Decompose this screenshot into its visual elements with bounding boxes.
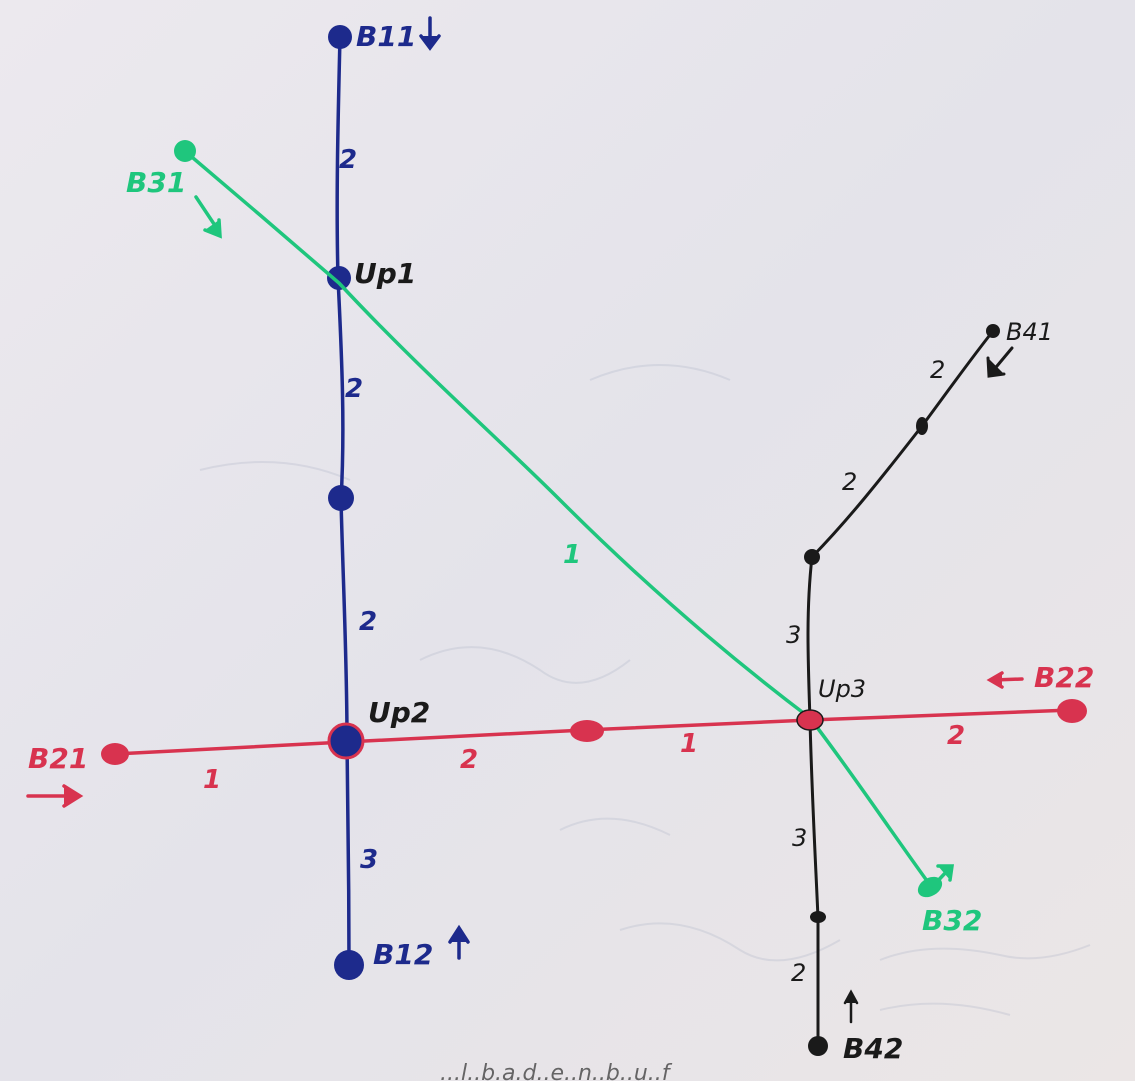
label-b22: B22	[1034, 661, 1094, 694]
node-up2	[327, 722, 365, 760]
green-route	[184, 150, 932, 887]
weight-black-bend-up3: 3	[786, 621, 801, 649]
label-b11: B11	[356, 20, 416, 53]
weight-black-mid-b42: 2	[791, 959, 806, 987]
blue-line	[327, 16, 470, 980]
node-b31	[174, 140, 196, 162]
label-b21: B21	[28, 742, 88, 775]
weight-red-up3-b22: 2	[947, 721, 965, 751]
weight-blue-up2-b12: 3	[360, 845, 378, 875]
node-b41	[986, 324, 1000, 338]
weight-blue-mid-up2: 2	[359, 607, 377, 637]
red-line	[26, 671, 1087, 808]
arrow-up-icon	[843, 989, 859, 1024]
weight-blue-b11-up1: 2	[339, 145, 357, 175]
arrow-down-right-icon	[194, 195, 222, 239]
label-b42: B42	[843, 1032, 903, 1065]
node-up3	[796, 709, 824, 731]
weight-red-up2-mid: 2	[460, 745, 478, 775]
eraser-smudges	[199, 364, 1091, 1016]
label-b32: B32	[922, 904, 982, 937]
label-b41: B41	[1006, 318, 1053, 346]
weight-blue-up1-mid: 2	[345, 374, 363, 404]
node-b12	[334, 950, 364, 980]
arrow-up-icon	[448, 924, 470, 960]
node-black-mid-upper	[916, 417, 928, 435]
node-black-bend	[804, 549, 820, 565]
arrow-down-left-icon	[986, 346, 1014, 378]
arrow-down-icon	[419, 16, 441, 51]
arrow-left-icon	[986, 671, 1024, 689]
weight-red-mid-up3: 1	[680, 729, 698, 759]
arrow-up-right-icon	[931, 864, 955, 888]
label-up1: Up1	[354, 257, 416, 290]
label-b31: B31	[126, 166, 186, 199]
node-b22	[1057, 699, 1087, 723]
bottom-scribble: ...l..b.a.d..e..n..b..u..f	[440, 1061, 673, 1081]
green-line	[174, 140, 955, 898]
black-line	[804, 324, 1014, 1056]
weight-black-b41-mid: 2	[930, 356, 945, 384]
node-b42	[808, 1036, 828, 1056]
label-up2: Up2	[368, 696, 430, 729]
node-b11	[328, 25, 352, 49]
node-red-mid	[570, 720, 604, 742]
node-up1	[327, 266, 351, 290]
weight-red-b21-up2: 1	[203, 765, 221, 795]
arrow-right-icon	[26, 784, 84, 808]
label-up3: Up3	[818, 675, 866, 703]
node-black-mid-lower	[810, 911, 826, 923]
weight-black-up3-mid: 3	[792, 824, 807, 852]
node-b21	[101, 743, 129, 765]
label-b12: B12	[373, 938, 433, 971]
node-blue-mid	[328, 485, 354, 511]
weight-black-mid-bend: 2	[842, 468, 857, 496]
weight-green-up1-up3: 1	[563, 540, 581, 570]
